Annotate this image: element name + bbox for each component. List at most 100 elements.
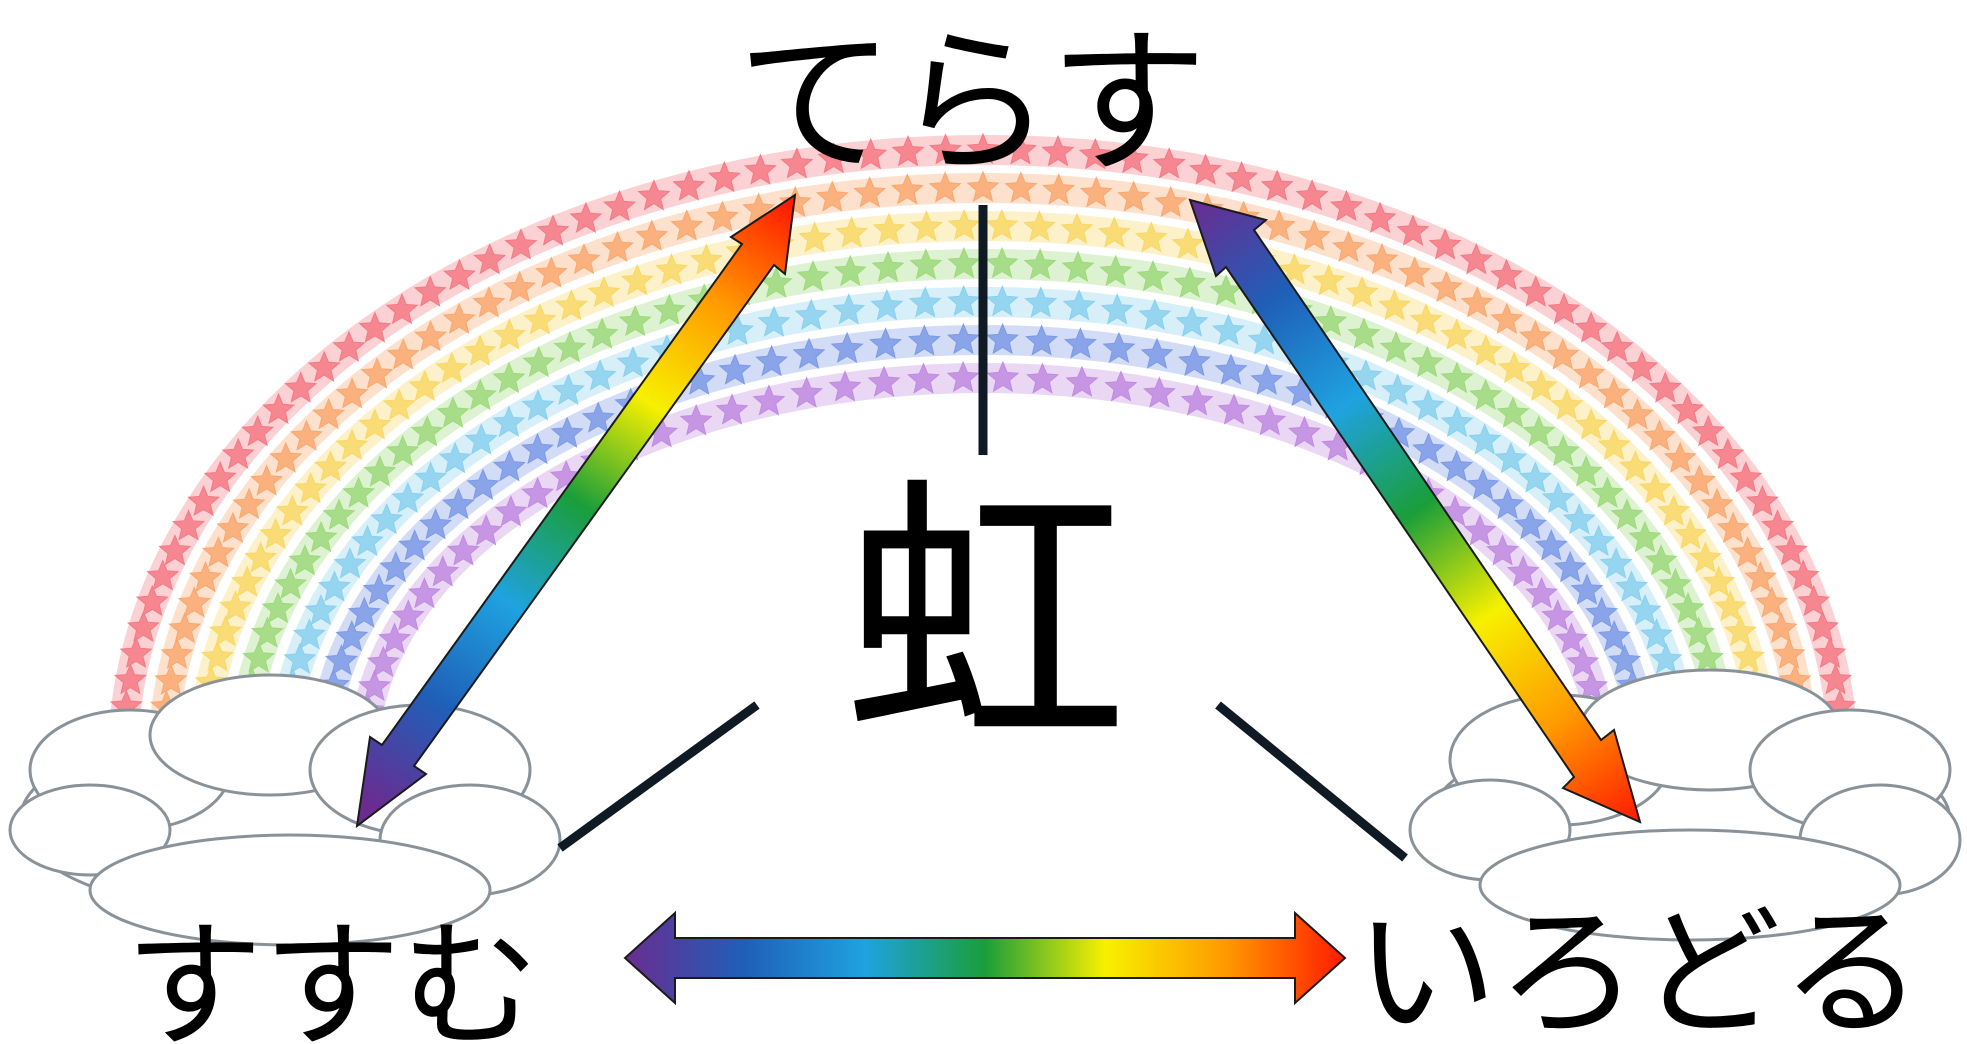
star-icon	[241, 414, 275, 447]
star-icon	[1175, 305, 1209, 337]
star-icon	[473, 242, 507, 275]
star-icon	[1494, 441, 1528, 474]
star-icon	[1546, 434, 1580, 467]
star-icon	[553, 331, 587, 363]
star-icon	[472, 286, 506, 318]
star-icon	[1625, 350, 1659, 382]
star-icon	[1381, 373, 1415, 405]
star-icon	[551, 373, 585, 405]
star-icon	[1723, 614, 1757, 647]
star-icon	[1134, 221, 1168, 253]
star-icon	[910, 210, 943, 242]
star-icon	[442, 258, 476, 291]
star-icon	[1597, 428, 1631, 461]
star-icon	[1729, 460, 1763, 493]
star-icon	[1440, 450, 1474, 482]
star-icon	[386, 434, 420, 467]
star-icon	[521, 432, 554, 465]
star-icon	[1209, 274, 1243, 306]
arrow-bottom	[623, 910, 1347, 1006]
star-icon	[1574, 408, 1608, 440]
star-icon	[494, 495, 528, 527]
star-icon	[1806, 610, 1840, 642]
star-icon	[232, 487, 266, 520]
star-icon	[835, 216, 869, 248]
star-icon	[1099, 254, 1133, 287]
star-icon	[853, 176, 887, 208]
star-icon	[946, 322, 980, 355]
star-icon	[1608, 643, 1642, 676]
star-icon	[828, 370, 862, 402]
star-icon	[1363, 201, 1397, 233]
star-icon	[689, 243, 723, 275]
star-icon	[292, 618, 326, 650]
star-icon	[216, 511, 250, 543]
star-icon	[463, 334, 497, 366]
star-icon	[350, 524, 384, 557]
star-icon	[1554, 622, 1588, 654]
star-icon	[1819, 663, 1853, 695]
star-icon	[304, 520, 338, 553]
star-icon	[1411, 389, 1445, 421]
star-icon	[1115, 142, 1149, 174]
star-icon	[414, 319, 448, 352]
star-icon	[358, 408, 392, 440]
star-icon	[1797, 584, 1831, 617]
node-label-top: てらす	[737, 12, 1208, 196]
star-icon	[1468, 423, 1502, 455]
connector-to-right	[1215, 701, 1408, 862]
star-icon	[126, 610, 160, 642]
star-icon	[1140, 337, 1174, 369]
star-icon	[1713, 589, 1747, 622]
star-icon	[1731, 536, 1765, 568]
star-icon	[1744, 560, 1777, 593]
star-icon	[966, 170, 1000, 202]
star-icon	[1469, 378, 1503, 410]
star-icon	[244, 541, 278, 573]
star-icon	[168, 611, 202, 644]
star-icon	[1620, 397, 1654, 430]
star-icon	[379, 550, 413, 583]
star-icon	[1700, 487, 1734, 520]
star-icon	[1643, 419, 1676, 451]
star-icon	[752, 384, 786, 416]
star-icon	[1519, 275, 1553, 307]
star-icon	[796, 260, 830, 292]
arrows	[355, 192, 1642, 1006]
star-icon	[391, 599, 425, 631]
star-icon	[154, 663, 188, 695]
star-icon	[385, 292, 419, 325]
star-icon	[928, 171, 962, 203]
star-icon	[446, 534, 480, 566]
star-icon	[554, 289, 588, 321]
star-icon	[1597, 377, 1631, 409]
star-icon	[1572, 357, 1606, 389]
star-icon	[160, 637, 194, 669]
star-icon	[1065, 365, 1099, 397]
star-icon	[304, 593, 338, 626]
left-cloud	[8, 673, 562, 947]
star-icon	[798, 221, 832, 253]
star-icon	[466, 468, 500, 500]
star-icon	[1497, 351, 1531, 383]
star-icon	[522, 345, 556, 378]
star-icon	[503, 270, 537, 303]
star-icon	[250, 464, 284, 496]
star-icon	[1774, 534, 1808, 566]
star-icon	[1663, 441, 1697, 473]
star-icon	[1761, 509, 1795, 541]
star-icon	[1682, 616, 1716, 648]
star-icon	[269, 441, 303, 473]
star-icon	[358, 311, 392, 343]
star-icon	[1026, 362, 1060, 394]
star-icon	[312, 397, 346, 430]
star-icon	[1440, 405, 1474, 438]
star-icon	[1078, 137, 1112, 170]
center-kanji: 虹	[843, 454, 1128, 786]
star-icon	[1745, 484, 1779, 517]
star-icon	[1440, 361, 1474, 394]
star-icon	[1314, 304, 1348, 337]
star-icon	[718, 353, 752, 385]
star-icon	[441, 487, 475, 520]
star-icon	[171, 509, 205, 541]
